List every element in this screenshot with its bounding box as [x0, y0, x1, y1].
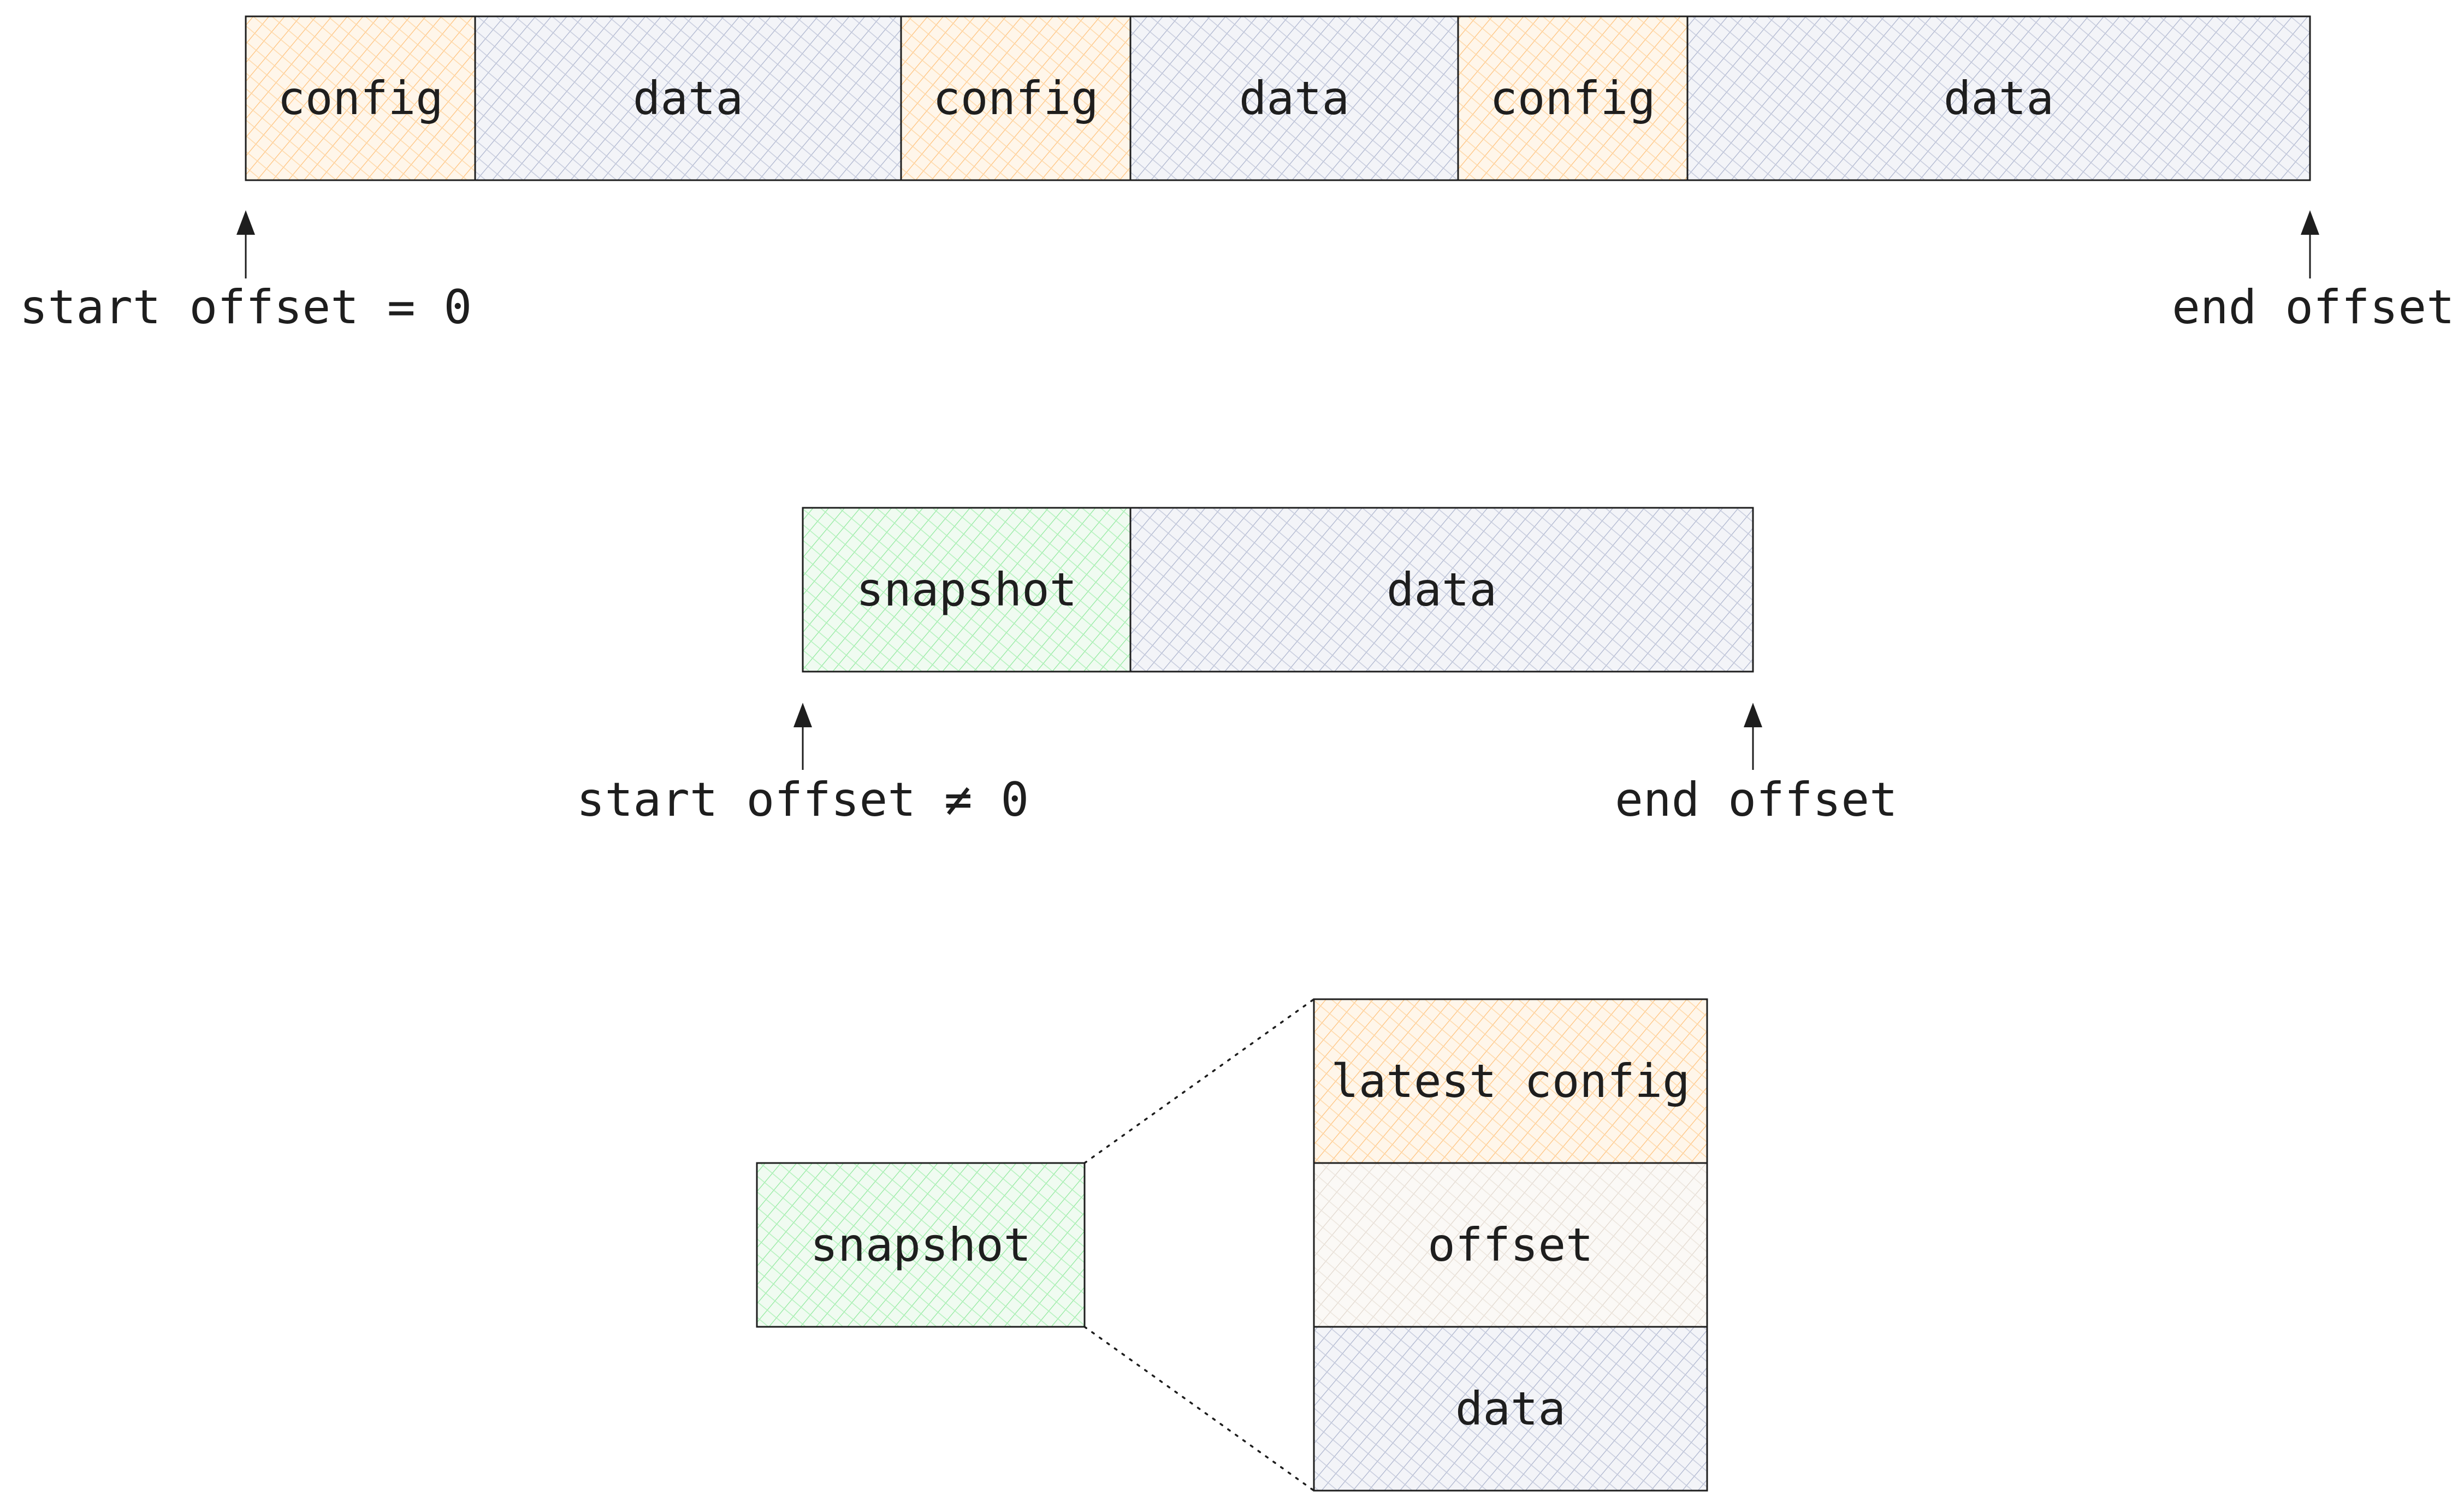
row1-segment-config-2: config [900, 15, 1132, 181]
row1-segment-config-1-label: config [277, 72, 443, 125]
row1-segment-data-1: data [474, 15, 902, 181]
row3-detail-latest-config-box [1313, 998, 1708, 1164]
row3-snapshot-box [756, 1162, 1086, 1328]
row2-end-label: end offset [1615, 773, 1898, 827]
row3-detail-data: data [1313, 1326, 1708, 1492]
row1-start-arrow-head [236, 210, 255, 235]
row2-log: snapshot data [802, 507, 1754, 673]
row2-segment-data-box [1129, 507, 1754, 673]
row1-segment-data-1-label: data [633, 72, 743, 125]
row1-segment-config-1-box [245, 15, 476, 181]
row3-detail-offset: offset [1313, 1162, 1708, 1328]
row1-segment-config-3: config [1457, 15, 1689, 181]
row1-segment-data-1-box [474, 15, 902, 181]
row3-snapshot: snapshot [756, 1162, 1086, 1328]
row2-segment-snapshot-box [802, 507, 1132, 673]
row2-segment-data-label: data [1387, 563, 1497, 616]
row3-snapshot-label: snapshot [810, 1218, 1032, 1272]
row2-start-label: start offset ≠ 0 [577, 773, 1029, 827]
row2-segment-snapshot-label: snapshot [856, 563, 1077, 616]
row1-segment-data-3: data [1686, 15, 2311, 181]
row3-detail-offset-label: offset [1428, 1218, 1593, 1272]
row2-segment-snapshot: snapshot [802, 507, 1132, 673]
row2-start-arrow-head [793, 703, 812, 727]
row1-end-arrow-head [2301, 210, 2319, 235]
row1-log: config data config data config data [245, 15, 2311, 181]
row2-end-arrow-head [1744, 703, 1762, 727]
row1-start-marker: start offset = 0 [20, 210, 472, 335]
row3-zoom-line-bottom [1083, 1326, 1315, 1492]
row2-end-marker: end offset [1615, 703, 1898, 827]
row1-segment-config-2-box [900, 15, 1132, 181]
row1-end-label: end offset [2172, 280, 2455, 335]
row2-start-marker: start offset ≠ 0 [577, 703, 1029, 827]
row3-detail-data-box [1313, 1326, 1708, 1492]
row1-start-label: start offset = 0 [20, 280, 472, 335]
row3-snapshot-detail: latest config offset data [1313, 998, 1708, 1492]
row1-segment-config-3-label: config [1490, 72, 1655, 125]
row3-detail-data-label: data [1455, 1382, 1566, 1435]
row1-end-marker: end offset [2172, 210, 2455, 335]
row1-segment-config-1: config [245, 15, 476, 181]
row1-segment-config-3-box [1457, 15, 1689, 181]
row2-segment-data: data [1129, 507, 1754, 673]
row1-segment-data-2: data [1129, 15, 1459, 181]
row1-segment-data-3-label: data [1944, 72, 2054, 125]
row3-detail-latest-config: latest config [1313, 998, 1708, 1164]
row1-segment-data-3-box [1686, 15, 2311, 181]
row3-detail-offset-box [1313, 1162, 1708, 1328]
row3-detail-latest-config-label: latest config [1331, 1054, 1690, 1108]
row1-segment-config-2-label: config [933, 72, 1098, 125]
row3-zoom-line-top [1083, 998, 1315, 1164]
row1-segment-data-2-label: data [1239, 72, 1349, 125]
row1-segment-data-2-box [1129, 15, 1459, 181]
